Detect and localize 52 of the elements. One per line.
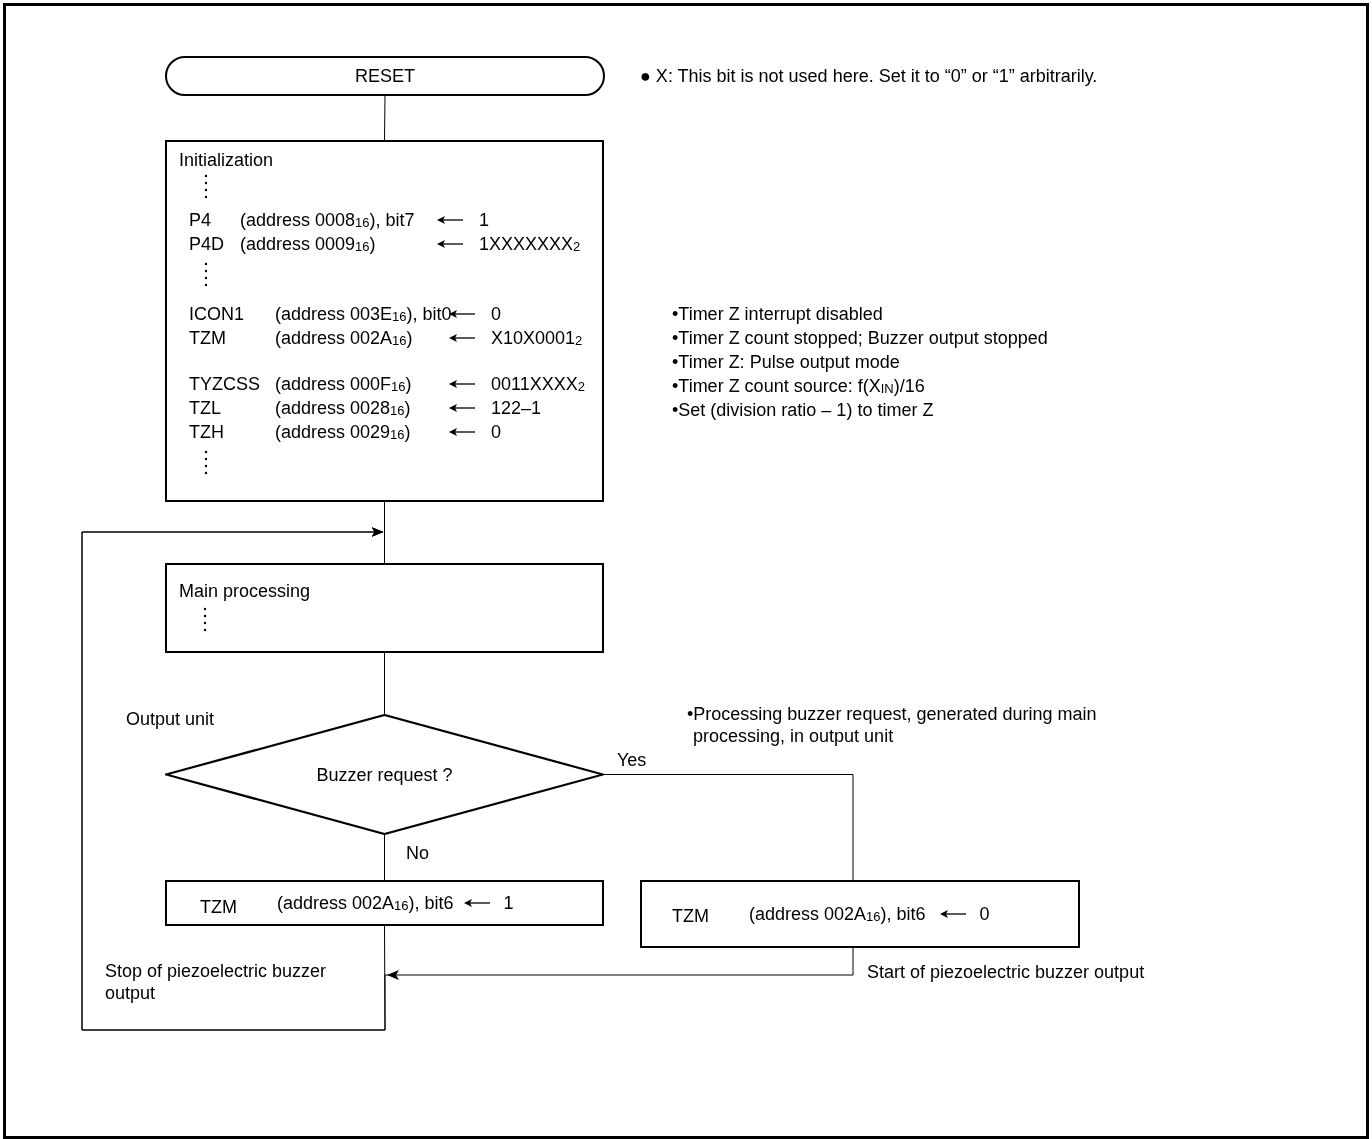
register-address: (address 002A$_{16}$), bit6 (749, 903, 926, 926)
bullet-note: •Timer Z interrupt disabled (672, 303, 884, 326)
terminal-shape (165, 56, 605, 96)
register-address: (address 003E$_{16}$), bit0 (275, 303, 449, 326)
connector-line (384, 834, 385, 881)
register-name: TZM (672, 905, 709, 928)
register-value: 122–1 (490, 397, 543, 420)
register-address: (address 0008$_{16}$), bit7 (240, 209, 416, 232)
register-value: 0 (979, 903, 990, 926)
register-address: (address 0028$_{16}$) (275, 397, 412, 420)
node-note: Stop of piezoelectric buzzer output (105, 960, 328, 1004)
decision-text: Buzzer request ? (316, 763, 453, 787)
note-text: ● X: This bit is not used here. Set it to “0” or “1” arbitrarily. (640, 65, 1099, 87)
bullet-note: •Timer Z count source: f(X$_{IN}$)/16 (672, 375, 926, 398)
node-note: Output unit (126, 708, 216, 730)
register-name: P4D (189, 233, 225, 256)
connector-line (384, 501, 385, 564)
register-address: (address 0009$_{16}$) (240, 233, 377, 256)
register-address: (address 002A$_{16}$) (275, 327, 414, 350)
register-value: X10X0001$_{2}$ (490, 327, 584, 350)
register-name: TYZCSS (189, 373, 261, 396)
box-heading: Initialization (179, 150, 274, 170)
register-value: 1 (478, 209, 490, 232)
register-value: 0 (490, 303, 502, 326)
register-name: TZM (200, 896, 237, 919)
bullet-note: •Set (division ratio – 1) to timer Z (672, 399, 935, 422)
connector-line (384, 652, 385, 715)
register-address: (address 002A$_{16}$), bit6 (277, 892, 454, 915)
register-address: (address 0029$_{16}$) (275, 421, 412, 444)
bullet-note: •Timer Z: Pulse output mode (672, 351, 901, 374)
register-address: (address 000F$_{16}$) (275, 373, 413, 396)
process-box (165, 880, 604, 926)
connector-line (384, 95, 386, 141)
register-value: 0 (490, 421, 502, 444)
process-box (165, 140, 604, 502)
register-name: TZL (189, 397, 222, 420)
register-name: TZM (189, 327, 227, 350)
bullet-note: •Timer Z count stopped; Buzzer output stopped (672, 327, 1048, 350)
arrow (81, 527, 854, 1031)
process-box (640, 880, 1080, 948)
terminal-text: RESET (355, 65, 415, 88)
register-value: 1 (503, 892, 514, 915)
connector-line (603, 774, 854, 881)
node-note: Start of piezoelectric buzzer output (867, 961, 1146, 983)
process-box (165, 563, 604, 653)
register-name: P4 (189, 209, 213, 232)
box-heading: Main processing (179, 581, 311, 601)
register-value: 1XXXXXXX$_{2}$ (478, 233, 582, 256)
register-name: ICON1 (189, 303, 245, 326)
register-name: TZH (189, 421, 225, 444)
register-value: 0011XXXX$_{2}$ (490, 373, 586, 396)
bullet-note: •Processing buzzer request, generated during main processing, in output unit (687, 703, 1098, 747)
